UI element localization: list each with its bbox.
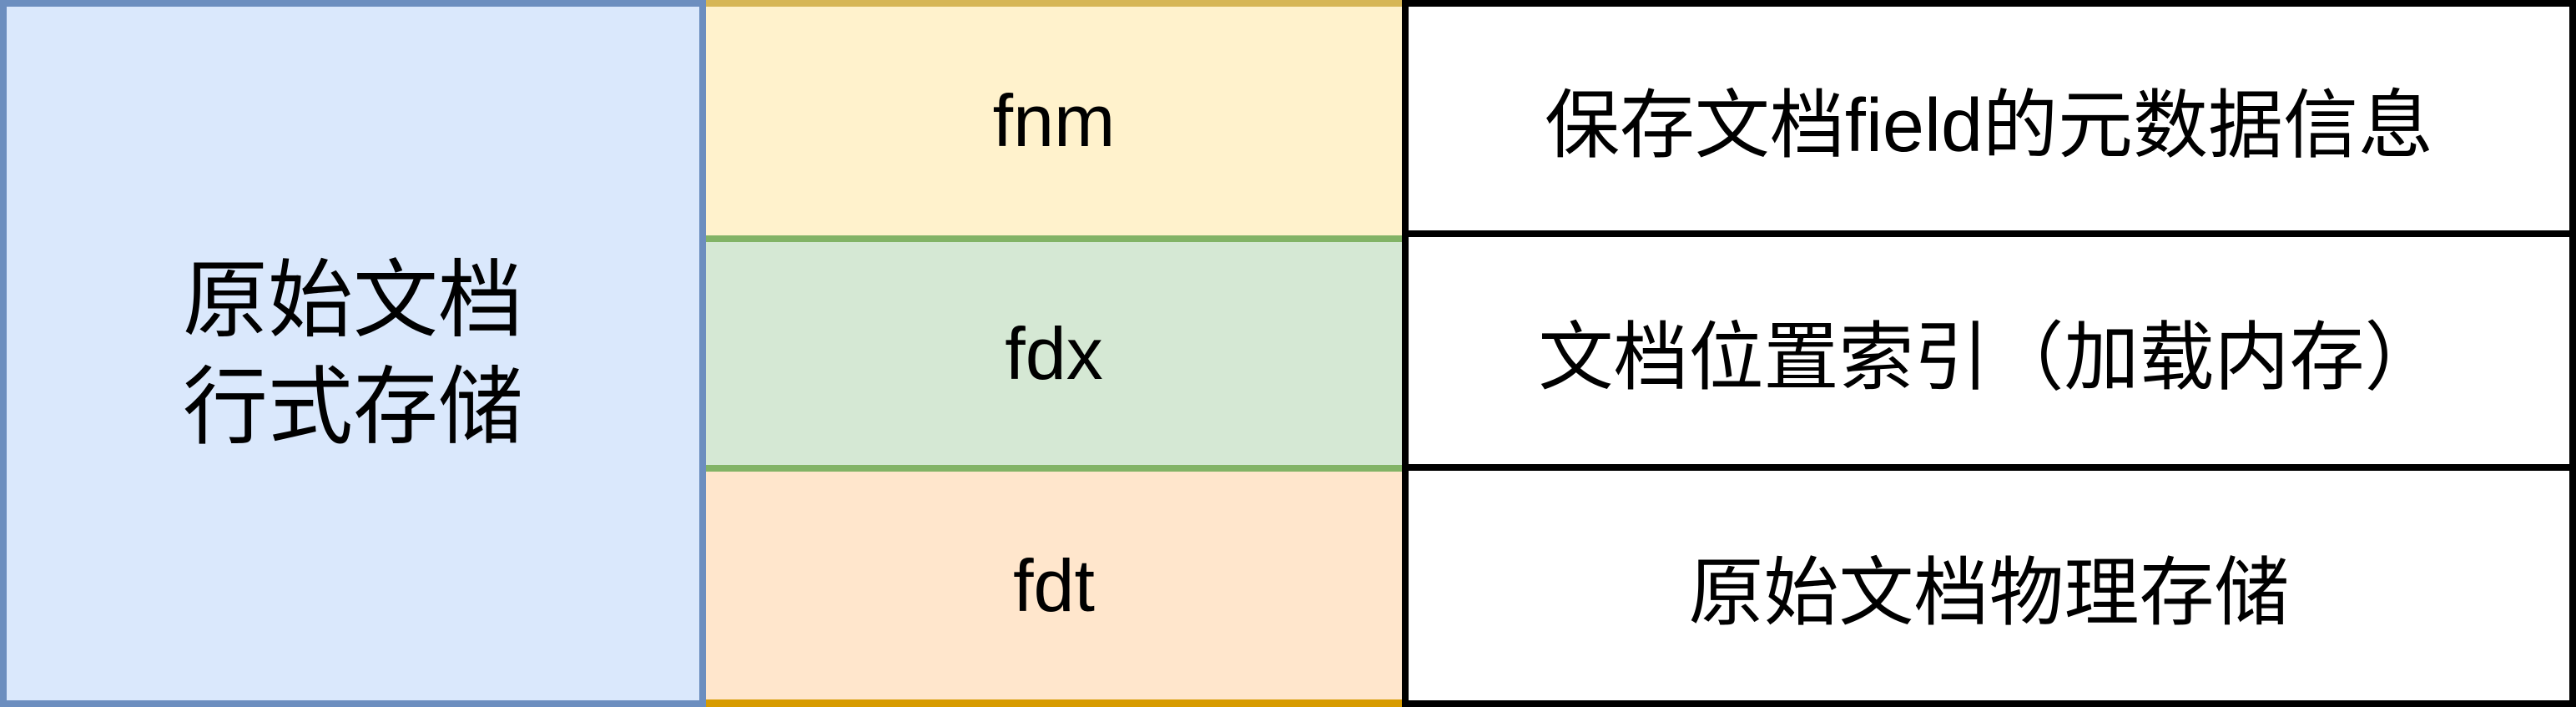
left-panel-label-line2: 行式存储 — [183, 359, 523, 455]
description-cell-fdx: 文档位置索引（加载内存） — [1402, 237, 2576, 471]
file-cell-fdx: fdx — [706, 235, 1402, 472]
file-cell-fdt: fdt — [706, 472, 1402, 707]
description-text-fnm: 保存文档field的元数据信息 — [1544, 84, 2434, 168]
original-document-row-storage-panel: 原始文档 行式存储 — [0, 0, 706, 707]
description-cell-fdt: 原始文档物理存储 — [1402, 471, 2576, 707]
file-label-fnm: fnm — [992, 79, 1116, 162]
file-label-fdt: fdt — [1013, 543, 1095, 627]
description-cell-fnm: 保存文档field的元数据信息 — [1402, 0, 2576, 237]
file-cell-fnm: fnm — [706, 0, 1402, 235]
description-text-fdx: 文档位置索引（加载内存） — [1538, 316, 2440, 400]
description-text-fdt: 原始文档物理存储 — [1688, 551, 2290, 635]
file-label-fdx: fdx — [1005, 311, 1103, 395]
left-panel-label-line1: 原始文档 — [183, 252, 523, 348]
